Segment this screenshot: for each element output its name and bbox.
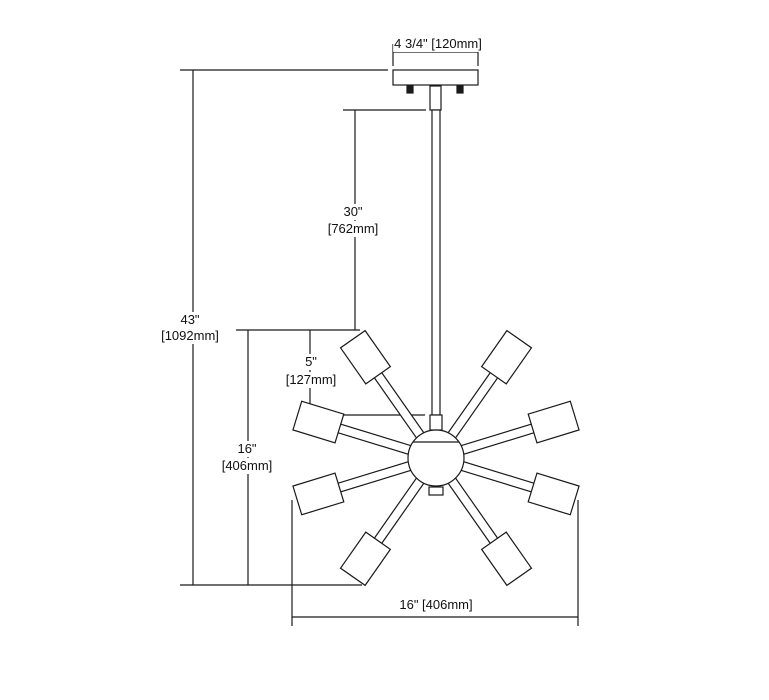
arm-offset-imperial: 5": [304, 354, 318, 370]
fixture-height-metric: [406mm]: [220, 458, 274, 474]
downrod: [431, 109, 441, 416]
overall-height-metric: [1092mm]: [160, 328, 220, 344]
light-socket: [527, 472, 580, 516]
hub-neck: [429, 414, 443, 431]
arm-rod: [453, 423, 536, 458]
rod-length-dimension: [343, 109, 426, 330]
canopy: [392, 69, 479, 86]
arm-rod: [372, 470, 430, 545]
fixture-width-label: 16" [406mm]: [398, 597, 474, 613]
arm-7: [292, 400, 419, 458]
fixture-height-dimension: [236, 329, 360, 585]
arm-8: [339, 329, 430, 446]
arm-offset-metric: [127mm]: [284, 372, 338, 388]
light-socket: [480, 329, 533, 385]
arm-5: [339, 470, 430, 587]
light-socket: [527, 400, 580, 444]
fixture-height-imperial: 16": [236, 441, 258, 457]
arm-rod: [336, 423, 419, 458]
arm-4: [442, 470, 533, 587]
center-hub: [407, 429, 465, 487]
stem-coupling: [429, 85, 442, 111]
overall-height-imperial: 43": [179, 312, 201, 328]
rod-length-imperial: 30": [342, 204, 364, 220]
arm-rod: [453, 458, 536, 493]
canopy-screw-right: [456, 85, 464, 94]
light-socket: [480, 531, 533, 587]
rod-length-metric: [762mm]: [326, 221, 380, 237]
arm-2: [453, 400, 580, 458]
arm-rod: [372, 371, 430, 446]
light-socket: [292, 472, 345, 516]
arm-rod: [442, 470, 500, 545]
canopy-width-label: 4 3/4" [120mm]: [393, 36, 483, 52]
arm-rod: [442, 371, 500, 446]
fixture-width-dimension: [291, 500, 579, 626]
light-socket: [339, 329, 392, 385]
light-socket: [292, 400, 345, 444]
light-socket: [339, 531, 392, 587]
canopy-screw-left: [406, 85, 414, 94]
hub-bottom-cap: [428, 486, 444, 496]
arm-rod: [336, 458, 419, 493]
